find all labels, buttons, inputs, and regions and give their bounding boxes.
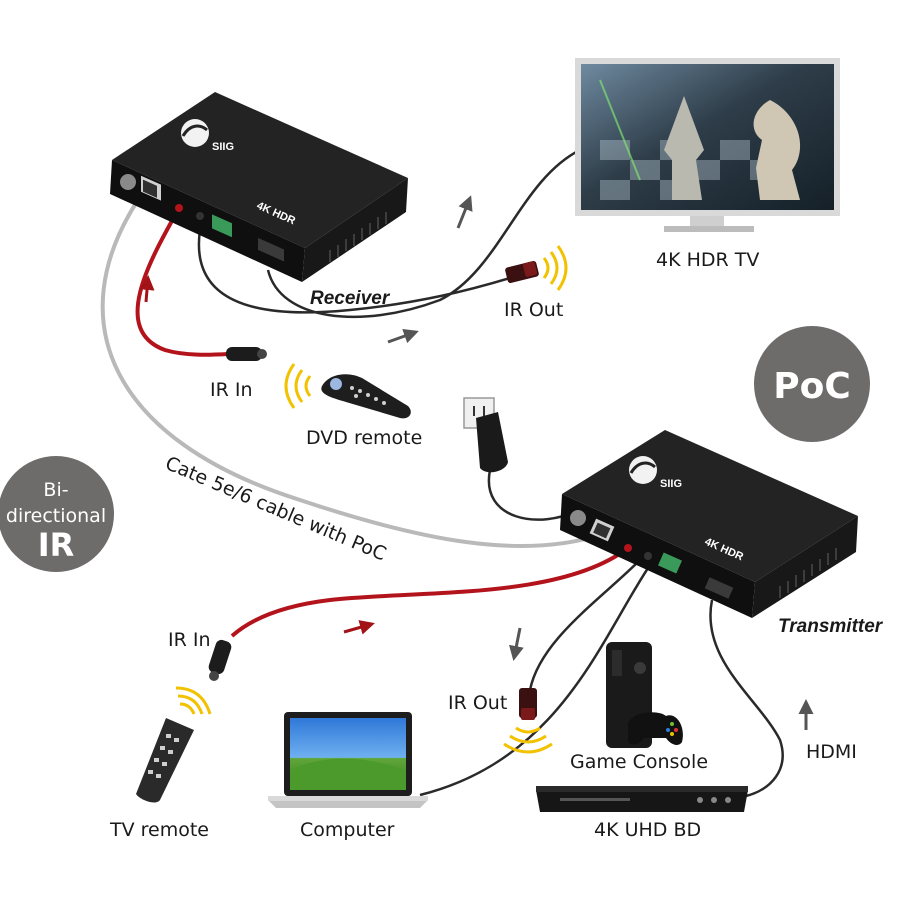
tv-remote (136, 686, 212, 803)
computer-label: Computer (300, 819, 395, 841)
ir-sensor-top (226, 347, 267, 361)
hdmi-cable-transmitter (709, 599, 784, 798)
ir-in-cable-transmitter (230, 546, 630, 638)
poc-badge-text: PoC (773, 366, 851, 407)
bidirectional-ir-badge: Bi- directional IR (0, 456, 114, 572)
ir-in-label-bottom: IR In (168, 629, 211, 651)
dvd-remote-label: DVD remote (306, 427, 422, 449)
computer-cable (419, 564, 652, 797)
dc-port (120, 174, 136, 190)
receiver-label: Receiver (310, 288, 391, 309)
game-console-label: Game Console (570, 751, 708, 773)
cable-label: Cate 5e/6 cable with PoC (162, 452, 389, 565)
ir-emitter-bottom (503, 688, 553, 754)
bluray-label: 4K UHD BD (594, 819, 701, 841)
arrow-right-ir-out (387, 328, 419, 344)
transmitter-device: SIIG 4K HDR (560, 430, 858, 618)
ir-sensor-bottom (208, 639, 232, 681)
tv-label: 4K HDR TV (656, 249, 759, 271)
tv-device (575, 58, 840, 232)
power-adapter (463, 397, 508, 473)
arrow-up-ir-in (139, 275, 155, 303)
bidir-line1: Bi- (43, 479, 68, 501)
ir-out-label-bottom: IR Out (448, 692, 507, 714)
ir-out-cable-receiver (197, 229, 511, 314)
ir-emitter-top (505, 245, 568, 291)
transmitter-label: Transmitter (778, 616, 884, 637)
receiver-device: SIIG 4K HDR (110, 92, 408, 282)
poc-badge: PoC (754, 326, 870, 442)
bidir-line2: directional (6, 505, 106, 527)
ir-out-cable-transmitter (528, 559, 641, 691)
tv-remote-label: TV remote (109, 819, 209, 841)
cat-cable (100, 198, 601, 548)
hdmi-label: HDMI (806, 741, 857, 763)
arrow-up-to-tv (456, 195, 473, 229)
ir-in-cable-receiver (135, 209, 229, 357)
ir-out-label-top: IR Out (504, 299, 563, 321)
dvd-remote (284, 363, 411, 419)
arrow-right-ir-in-bottom (343, 620, 375, 635)
ir-in-label-top: IR In (210, 379, 253, 401)
laptop (268, 712, 428, 808)
bluray-player (536, 786, 748, 812)
transmitter-brand: SIIG (660, 478, 682, 490)
arrow-down-ir-out-bottom (508, 627, 524, 661)
bidir-line3: IR (38, 526, 75, 564)
hdmi-cable-receiver (266, 148, 581, 319)
game-console (606, 642, 683, 748)
receiver-brand: SIIG (212, 141, 234, 153)
